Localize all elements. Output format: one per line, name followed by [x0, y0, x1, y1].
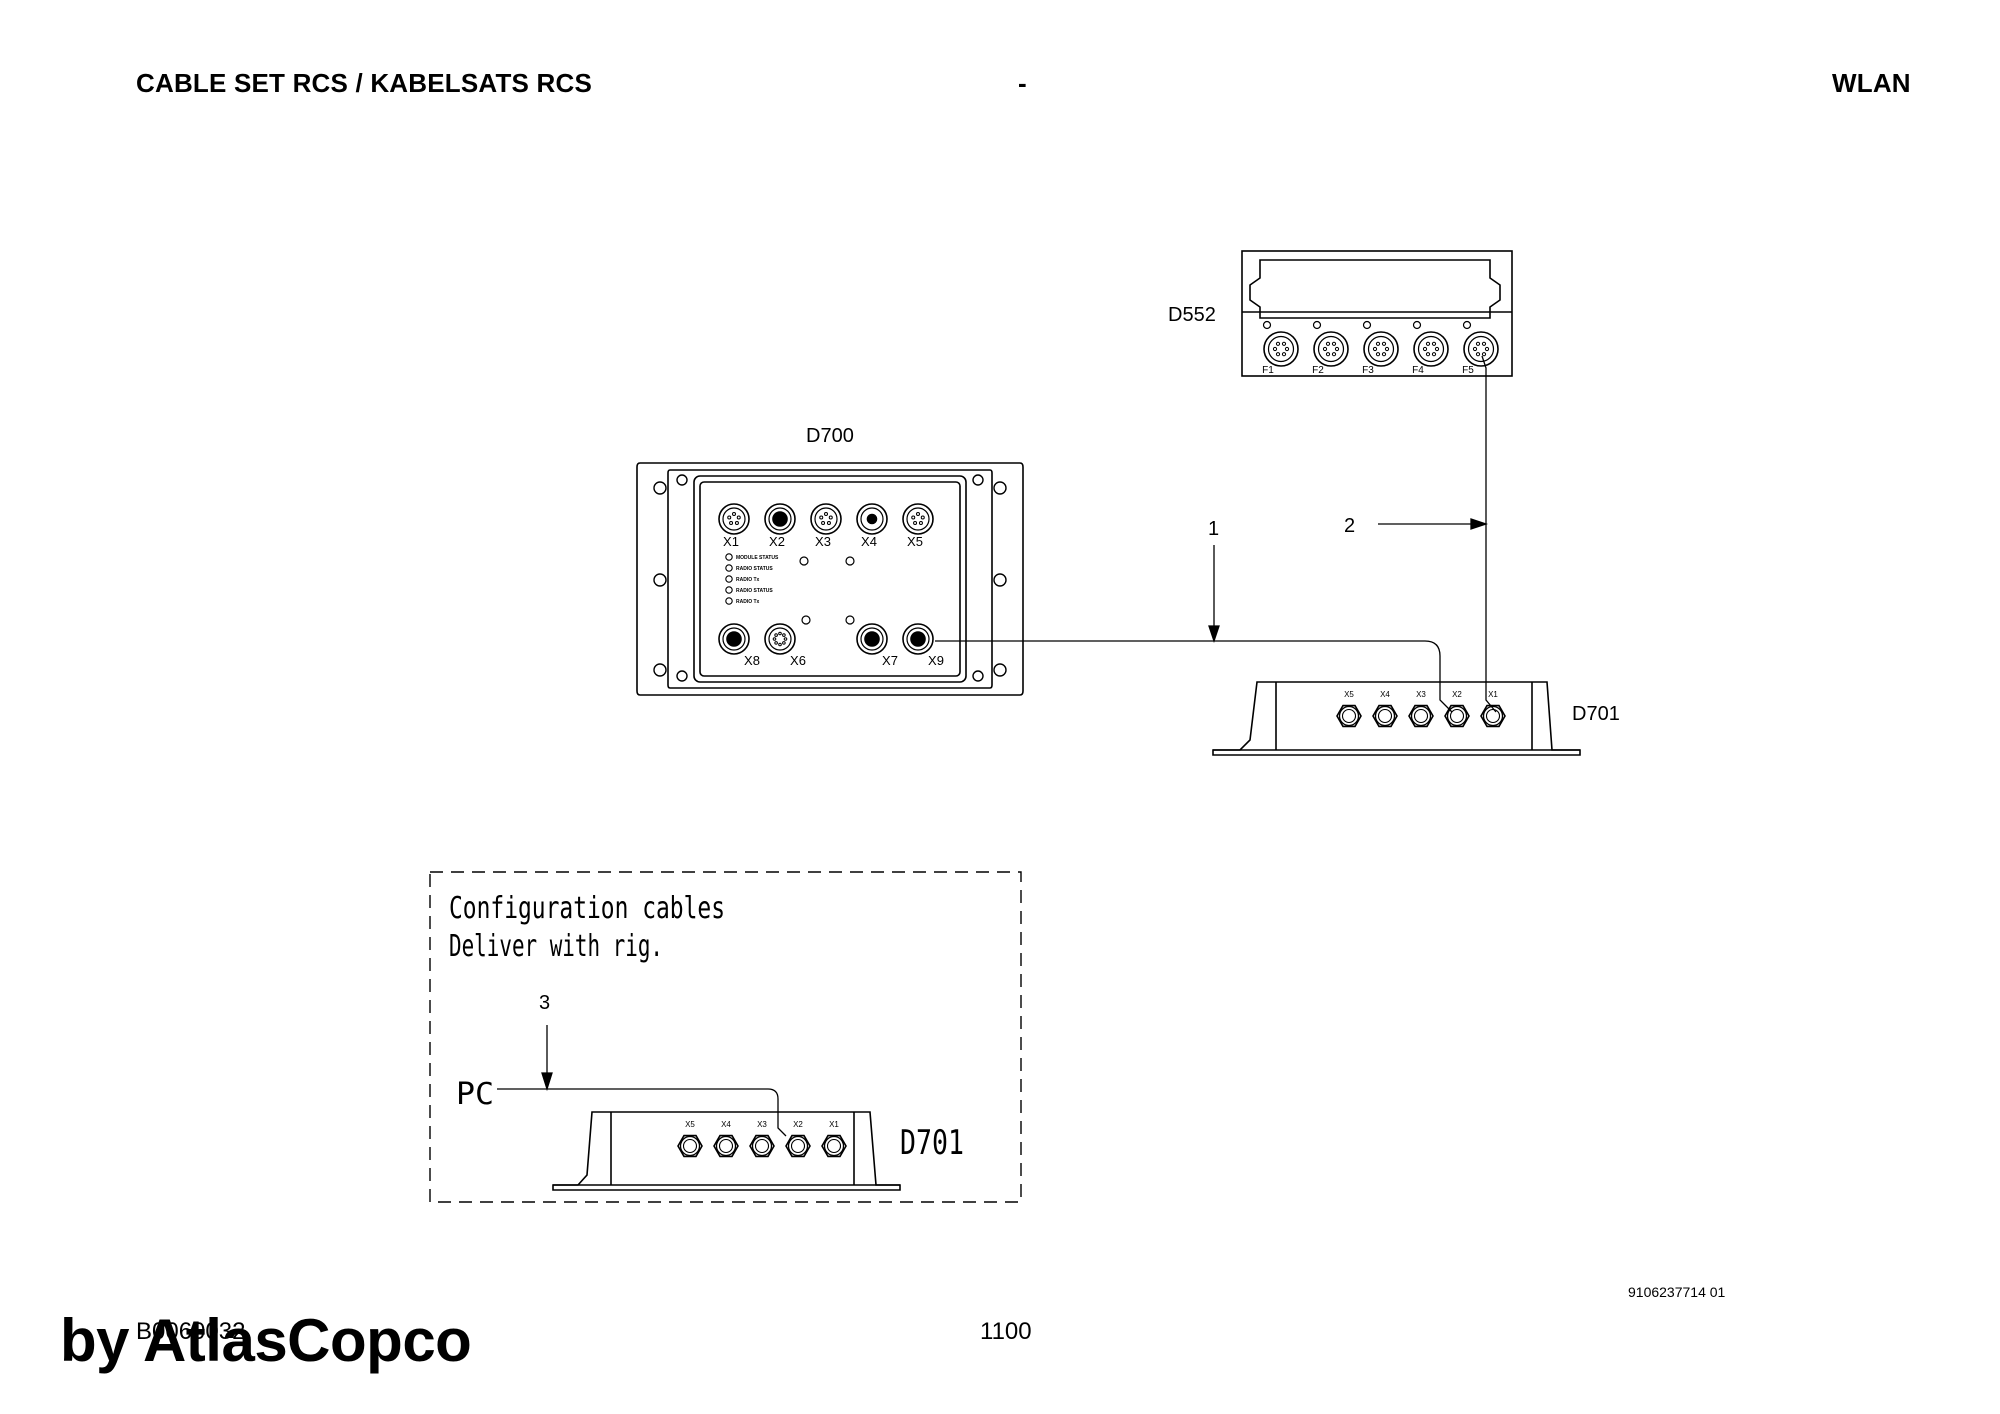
port-label: X3 [1416, 690, 1426, 699]
port-label: X1 [829, 1120, 839, 1129]
d700-port-label: X1 [723, 534, 739, 549]
config-d701-port-x1: X1 [821, 1120, 847, 1158]
port-label: X2 [793, 1120, 803, 1129]
d552-port-f3: F3 [1362, 320, 1399, 376]
cable-1-label: 1 [1208, 518, 1219, 540]
config-box-line1: Configuration cables [449, 891, 725, 926]
d700-status-led: RADIO STATUS [725, 586, 773, 594]
d552-port-label: F5 [1462, 365, 1474, 376]
d700-status-label: RADIO STATUS [736, 566, 773, 572]
config-d701-label: D701 [900, 1123, 964, 1163]
d700-port-x6: X6 [764, 623, 806, 668]
d700-port-x8: X8 [718, 623, 760, 668]
brand-watermark: by AtlasCopco [60, 1307, 472, 1374]
header-title: CABLE SET RCS / KABELSATS RCS [136, 68, 593, 98]
d700-status-led: RADIO Tx [725, 597, 760, 605]
config-cables-box [429, 871, 1022, 1203]
d700-port-x1: X1 [718, 503, 750, 549]
d701-port-x3: X3 [1408, 690, 1434, 728]
cable-2 [1378, 355, 1497, 713]
header-separator: - [1018, 68, 1027, 98]
port-label: X2 [1452, 690, 1462, 699]
d700-port-x4: X4 [856, 503, 888, 549]
port-label: X5 [685, 1120, 695, 1129]
pc-label: PC [456, 1077, 494, 1112]
d700-label: D700 [806, 425, 854, 447]
cable-2-label: 2 [1344, 515, 1355, 537]
d701-port-group: X5 X4 X3 X2 X1 [1336, 690, 1506, 728]
header-section: WLAN [1832, 68, 1911, 98]
d701-port-x5: X5 [1336, 690, 1362, 728]
d552-device: F1 F2 F3 F4 F5 [1241, 250, 1513, 377]
d700-top-port-group: X1 X2 X3 X4 X5 [718, 503, 934, 549]
d700-port-label: X2 [769, 534, 785, 549]
d700-port-label: X4 [861, 534, 877, 549]
d701-port-x4: X4 [1372, 690, 1398, 728]
config-d701-device: X5 X4 X3 X2 X1 [552, 1111, 901, 1191]
d700-port-x5: X5 [902, 503, 934, 549]
d700-mounting-holes [653, 474, 1007, 682]
d700-status-led: RADIO STATUS [725, 564, 773, 572]
port-label: X4 [1380, 690, 1390, 699]
d701-label: D701 [1572, 703, 1620, 725]
d700-status-label: RADIO STATUS [736, 588, 773, 594]
d552-port-label: F2 [1312, 365, 1324, 376]
d700-indicator-holes [799, 556, 855, 625]
cable-3-label: 3 [539, 992, 550, 1014]
d552-port-f5: F5 [1462, 320, 1499, 376]
config-d701-port-x2: X2 [785, 1120, 811, 1158]
d552-port-label: F3 [1362, 365, 1374, 376]
config-d701-port-x5: X5 [677, 1120, 703, 1158]
d700-bottom-port-group: X8 X6 X7 X9 [718, 623, 944, 668]
d700-status-label: RADIO Tx [736, 599, 760, 605]
cable-1 [935, 545, 1453, 713]
d700-port-label: X9 [928, 653, 944, 668]
d552-label: D552 [1168, 304, 1216, 326]
cable-3 [497, 1025, 787, 1137]
d700-status-label: RADIO Tx [736, 577, 760, 583]
d552-port-group: F1 F2 F3 F4 F5 [1262, 320, 1499, 376]
config-d701-port-x3: X3 [749, 1120, 775, 1158]
page-number: 1100 [980, 1318, 1032, 1345]
d700-port-label: X8 [744, 653, 760, 668]
d701-port-x1: X1 [1480, 690, 1506, 728]
d552-port-label: F1 [1262, 365, 1274, 376]
d700-status-label: MODULE STATUS [736, 555, 779, 561]
d700-port-x2: X2 [764, 503, 796, 549]
d700-device: X1 X2 X3 X4 X5 X8 X6 X7 X9 MODULE STATUS RADIO S… [636, 462, 1024, 696]
d701-port-x2: X2 [1444, 690, 1470, 728]
d700-port-x3: X3 [810, 503, 842, 549]
config-d701-port-group: X5 X4 X3 X2 X1 [677, 1120, 847, 1158]
d700-port-label: X5 [907, 534, 923, 549]
document-number: 9106237714 01 [1628, 1284, 1726, 1300]
d700-status-led: MODULE STATUS [725, 553, 779, 561]
port-label: X1 [1488, 690, 1498, 699]
d700-port-x9: X9 [902, 623, 944, 668]
d552-port-f1: F1 [1262, 320, 1299, 376]
d700-status-led: RADIO Tx [725, 575, 760, 583]
port-label: X4 [721, 1120, 731, 1129]
d700-port-label: X7 [882, 653, 898, 668]
drawing-number: B0060032 [136, 1318, 246, 1345]
d701-device: X5 X4 X3 X2 X1 [1212, 681, 1581, 756]
d700-port-label: X3 [815, 534, 831, 549]
config-d701-port-x4: X4 [713, 1120, 739, 1158]
d552-port-f4: F4 [1412, 320, 1449, 376]
d700-status-leds: MODULE STATUS RADIO STATUS RADIO Tx RADIO S… [725, 553, 779, 605]
config-box-line2: Deliver with rig. [449, 929, 663, 964]
d552-port-f2: F2 [1312, 320, 1349, 376]
d700-port-label: X6 [790, 653, 806, 668]
port-label: X3 [757, 1120, 767, 1129]
port-label: X5 [1344, 690, 1354, 699]
d700-port-x7: X7 [856, 623, 898, 668]
d552-port-label: F4 [1412, 365, 1424, 376]
